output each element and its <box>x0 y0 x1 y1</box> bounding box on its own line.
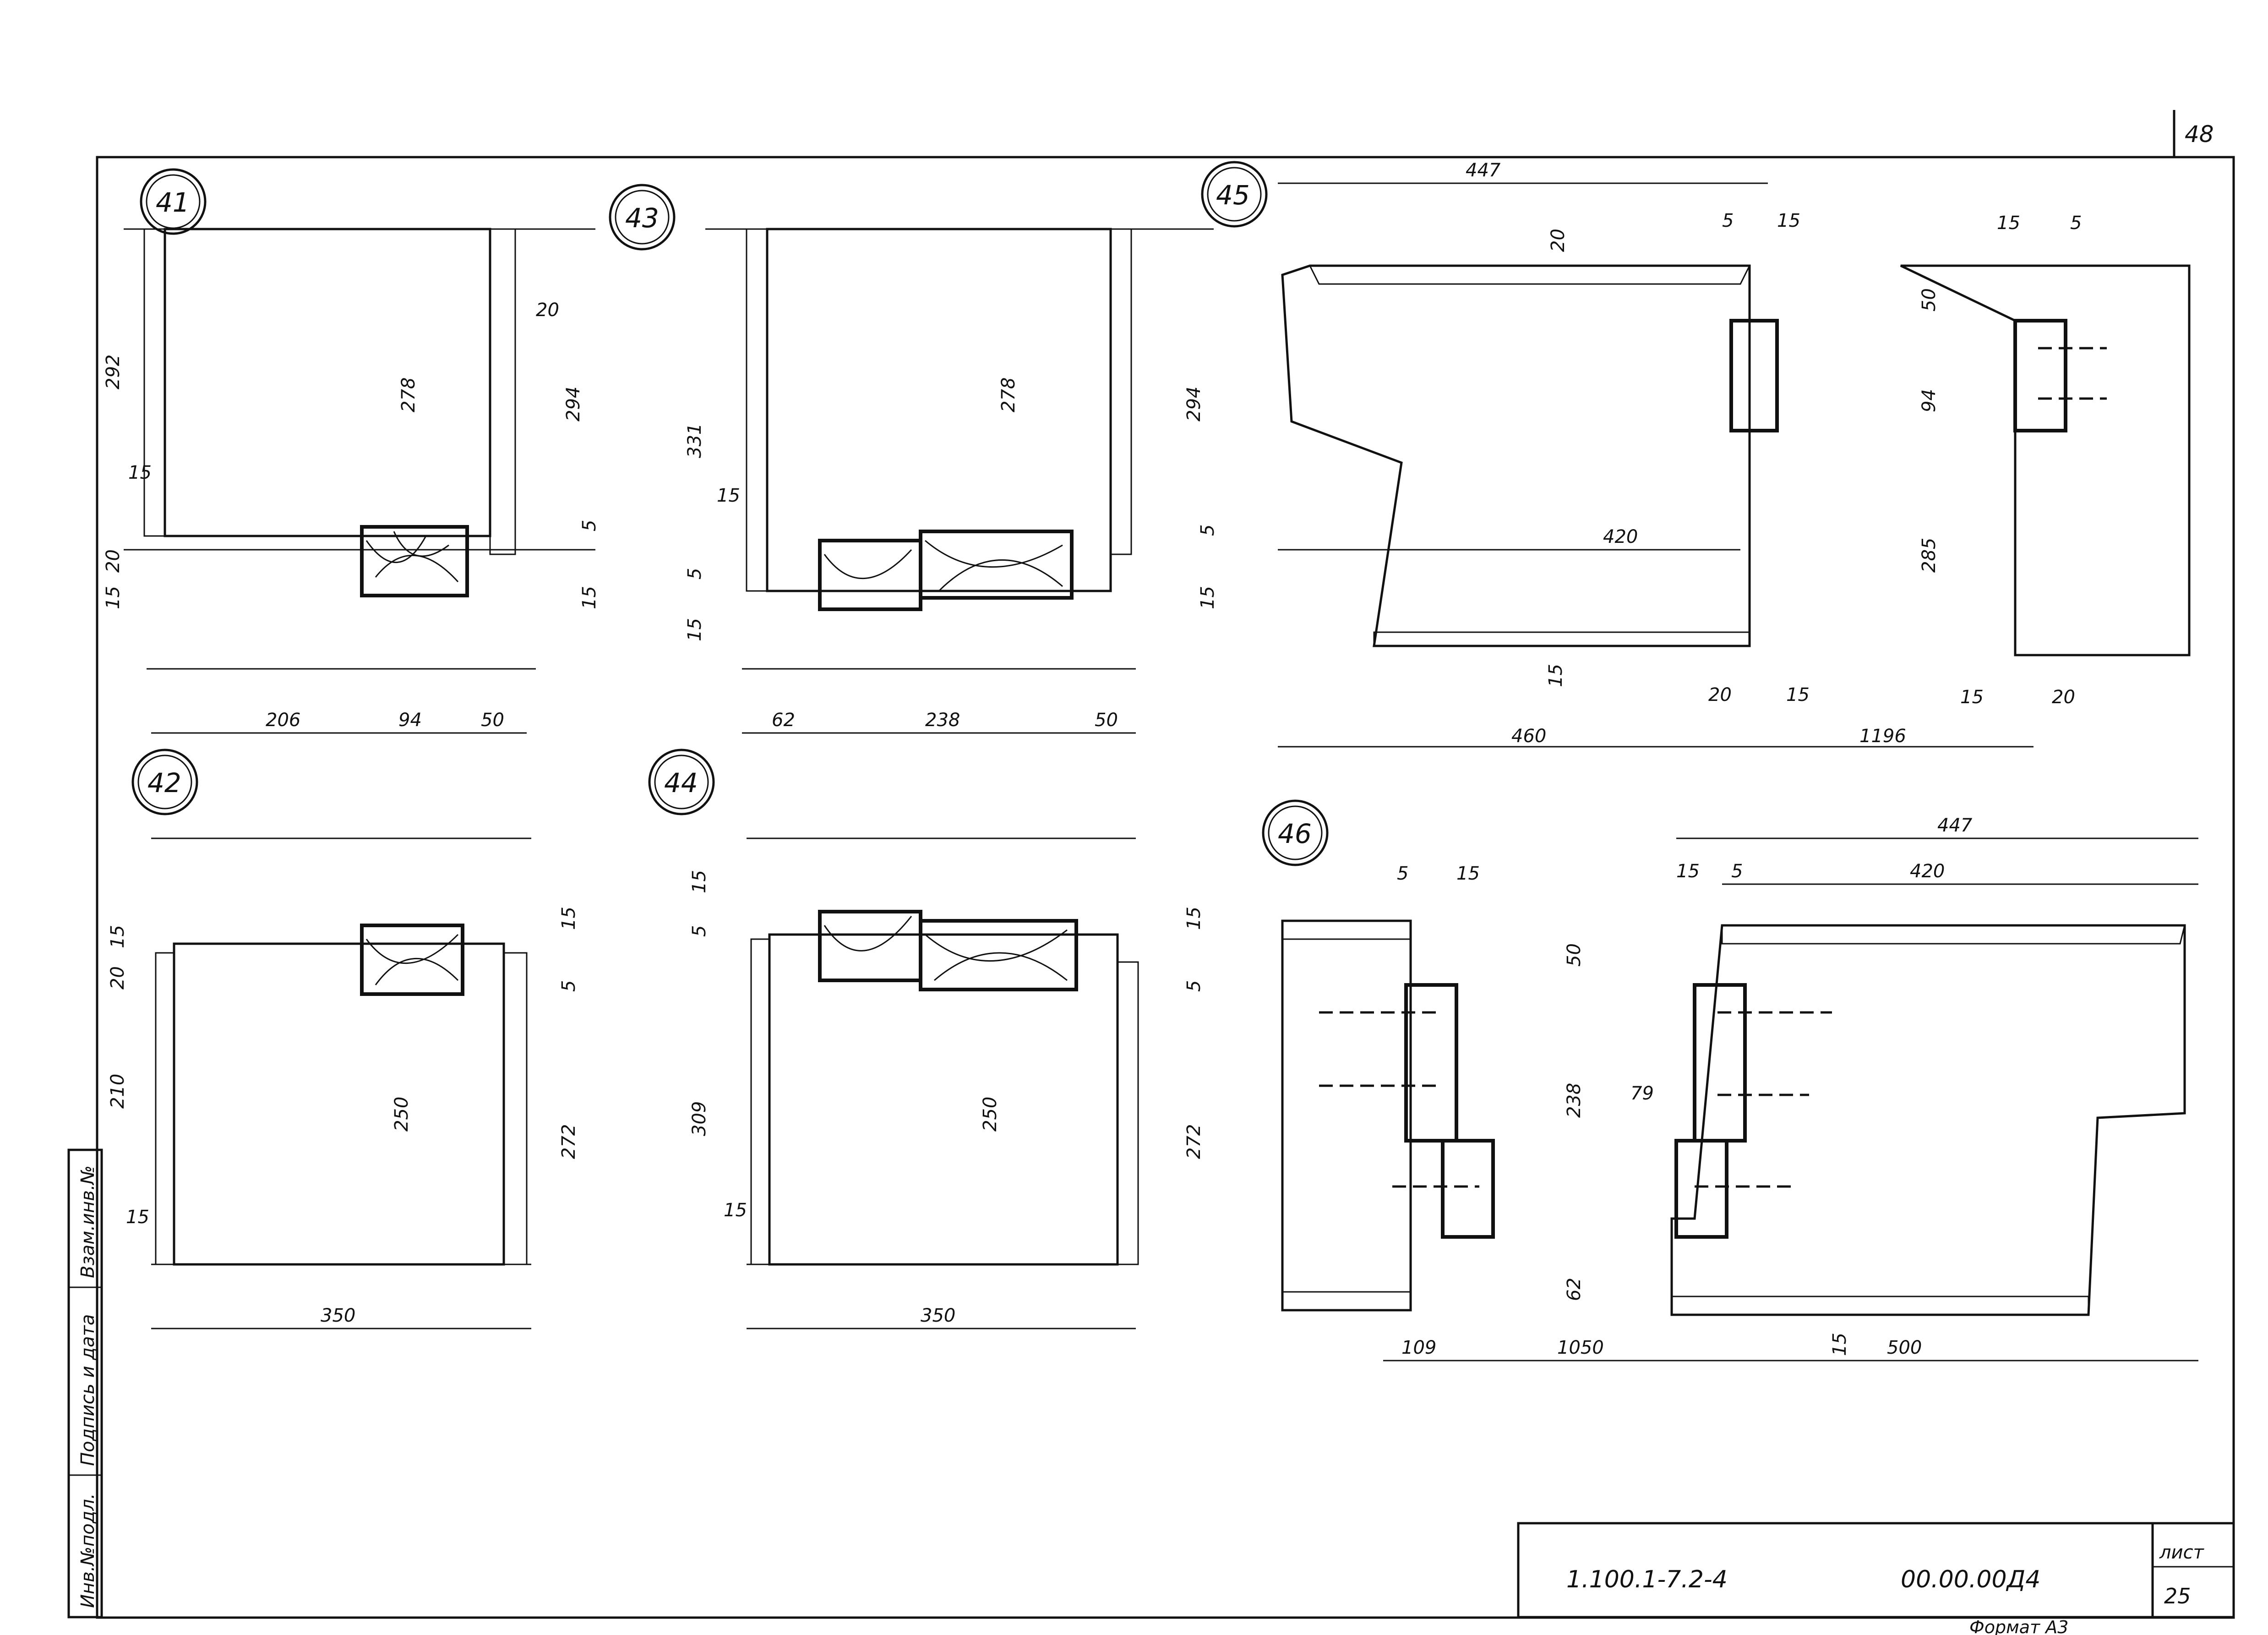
detail-46-mark: 46 <box>1278 818 1312 849</box>
d44-dim-1: 5 <box>689 925 710 937</box>
d45-dim-3: 15 <box>1777 210 1800 231</box>
d43-dim-7: 15 <box>1197 586 1218 609</box>
d46-dim-2: 15 <box>1456 863 1480 884</box>
format-label: Формат А3 <box>1969 1617 2068 1635</box>
d44-dim-3: 15 <box>724 1200 747 1221</box>
d46-dim-5: 420 <box>1910 861 1945 882</box>
d41-dim-8: 15 <box>579 586 600 609</box>
d41-dim-3: 20 <box>536 300 559 321</box>
side-stamp: Инв.№подл. Подпись и дата Взам.инв.№ <box>67 1148 103 1619</box>
d44-dim-2: 309 <box>689 1101 710 1136</box>
d45-dim-1: 20 <box>1548 229 1569 252</box>
d46-dim-12: 15 <box>1829 1333 1850 1356</box>
d46-dim-6: 50 <box>1564 943 1585 967</box>
d46-dim-9: 62 <box>1564 1278 1585 1301</box>
d42-dim-7: 272 <box>558 1124 579 1159</box>
detail-43: 43 331 278 294 15 5 15 5 15 62 238 50 <box>609 184 1218 734</box>
d41-dim-2: 294 <box>563 387 584 421</box>
d43-dim-3: 15 <box>717 485 740 506</box>
detail-41: 41 292 278 294 20 15 20 15 5 15 206 94 5… <box>103 168 600 734</box>
d41-dim-1: 278 <box>398 377 419 412</box>
d45-dim-16: 1196 <box>1859 726 1906 747</box>
d46-dim-8: 79 <box>1630 1083 1654 1104</box>
detail-45: 45 447 20 5 15 15 5 50 94 420 285 15 20 … <box>1201 160 2191 748</box>
d46-dim-4: 5 <box>1731 861 1743 882</box>
d46-dim-11: 1050 <box>1557 1337 1604 1358</box>
d46-dim-10: 109 <box>1401 1337 1436 1358</box>
d43-dim-5: 15 <box>684 618 705 641</box>
d42-dim-5: 5 <box>558 980 579 992</box>
sheet-frame: 48 <box>96 110 2235 1619</box>
d41-dim-5: 20 <box>103 549 124 573</box>
d44-dim-5: 5 <box>1183 980 1205 992</box>
d45-dim-6: 50 <box>1919 288 1940 312</box>
d42-dim-6: 250 <box>391 1097 412 1132</box>
d45-dim-14: 20 <box>2052 687 2075 708</box>
d42-dim-3: 15 <box>126 1207 149 1228</box>
d45-dim-4: 15 <box>1997 213 2020 234</box>
d46-dim-3: 15 <box>1676 861 1700 882</box>
title-block: 1.100.1-7.2-4 00.00.00Д4 лист 25 Формат … <box>1517 1522 2235 1635</box>
d45-dim-13: 15 <box>1960 687 1984 708</box>
detail-44: 44 15 5 309 15 15 5 250 272 350 <box>648 749 1205 1329</box>
d44-dim-4: 15 <box>1183 907 1205 930</box>
d43-dim-6: 5 <box>1197 525 1218 536</box>
d41-dim-0: 292 <box>103 355 124 389</box>
side-label-sign: Подпись и дата <box>77 1314 98 1466</box>
list-label: лист <box>2159 1542 2205 1563</box>
side-label-vzam: Взам.инв.№ <box>77 1165 98 1278</box>
d43-dim-2: 294 <box>1183 387 1205 421</box>
d45-dim-2: 5 <box>1722 210 1734 231</box>
d45-dim-15: 460 <box>1511 726 1546 747</box>
d46-dim-0: 447 <box>1937 815 1973 836</box>
d42-dim-0: 15 <box>107 925 128 948</box>
d41-dim-9: 206 <box>266 710 300 731</box>
d43-dim-9: 238 <box>925 710 960 731</box>
side-label-inv: Инв.№подл. <box>77 1493 98 1608</box>
d41-dim-10: 94 <box>398 710 422 731</box>
list-number: 25 <box>2164 1584 2191 1608</box>
detail-44-mark: 44 <box>664 767 698 798</box>
d45-dim-0: 447 <box>1466 160 1501 181</box>
d43-dim-1: 278 <box>998 377 1019 412</box>
d41-dim-11: 50 <box>481 710 504 731</box>
d46-dim-13: 500 <box>1887 1337 1922 1358</box>
detail-41-mark: 41 <box>156 187 190 218</box>
d44-dim-0: 15 <box>689 870 710 893</box>
d42-dim-8: 350 <box>321 1305 355 1326</box>
d46-dim-7: 238 <box>1564 1083 1585 1118</box>
detail-43-mark: 43 <box>625 202 659 234</box>
d43-dim-10: 50 <box>1095 710 1118 731</box>
d41-dim-4: 15 <box>128 462 152 483</box>
detail-42-mark: 42 <box>147 767 181 798</box>
d44-dim-7: 272 <box>1183 1124 1205 1159</box>
d42-dim-4: 15 <box>558 907 579 930</box>
detail-45-mark: 45 <box>1216 180 1250 211</box>
d45-dim-11: 20 <box>1708 684 1732 705</box>
d45-dim-12: 15 <box>1786 684 1810 705</box>
d45-dim-5: 5 <box>2070 213 2082 234</box>
d43-dim-4: 5 <box>684 568 705 580</box>
d41-dim-7: 5 <box>579 520 600 531</box>
d43-dim-0: 331 <box>684 423 705 458</box>
designation: 1.100.1-7.2-4 <box>1566 1566 1728 1593</box>
d44-dim-8: 350 <box>921 1305 955 1326</box>
d45-dim-7: 94 <box>1919 389 1940 412</box>
detail-42: 42 15 20 210 15 15 5 250 272 350 <box>107 749 579 1329</box>
d46-dim-1: 5 <box>1397 863 1408 884</box>
d42-dim-1: 20 <box>107 966 128 990</box>
d45-dim-10: 15 <box>1545 664 1566 687</box>
corner-sheet-number: 48 <box>2185 121 2214 148</box>
document-code: 00.00.00Д4 <box>1901 1566 2040 1593</box>
d43-dim-8: 62 <box>772 710 795 731</box>
detail-46: 46 447 5 15 15 5 420 50 238 79 62 109 10… <box>1262 799 2198 1362</box>
d42-dim-2: 210 <box>107 1074 128 1109</box>
d45-dim-8: 420 <box>1603 526 1638 547</box>
d44-dim-6: 250 <box>980 1097 1001 1132</box>
d45-dim-9: 285 <box>1919 538 1940 573</box>
d41-dim-6: 15 <box>103 586 124 609</box>
